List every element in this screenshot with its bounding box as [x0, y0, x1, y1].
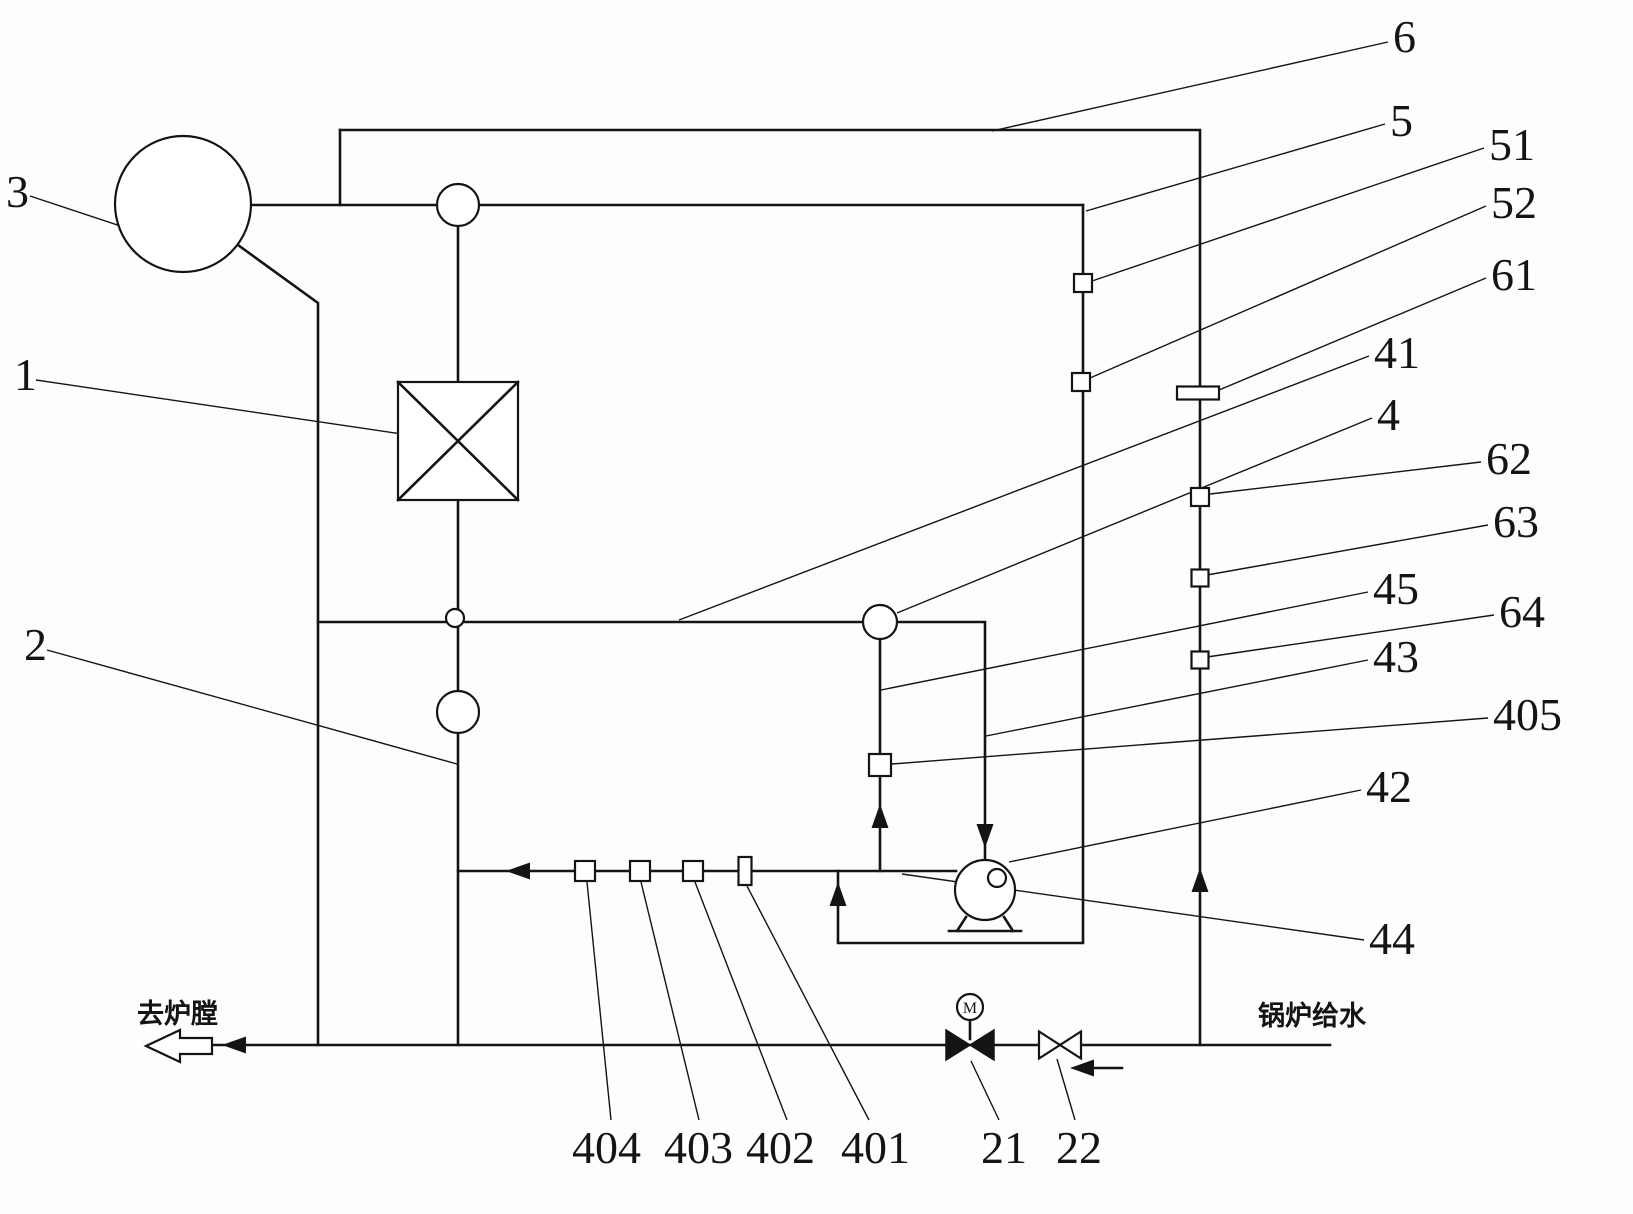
arrow-feedwater-left-icon [1070, 1059, 1094, 1077]
arrow-pump-inlet-down-icon [976, 824, 994, 848]
label-401: 401 [841, 1122, 910, 1173]
pipe-drum-downcomer [236, 243, 320, 1047]
label-1: 1 [14, 349, 37, 400]
junction-4 [861, 603, 899, 641]
junction-2 [435, 689, 481, 735]
leader-21 [970, 1060, 1000, 1121]
label-3: 3 [6, 166, 29, 217]
flowmeter-61 [1175, 385, 1221, 401]
instrument-63 [1190, 568, 1210, 588]
heat-exchanger-1-diagonal-2 [396, 380, 520, 502]
pump-42-base [947, 915, 1023, 933]
motor-valve-21-body-left [945, 1028, 972, 1062]
label-6: 6 [1393, 11, 1416, 62]
leader-22 [1056, 1058, 1076, 1121]
arrow-suction-left-icon [506, 862, 530, 880]
arrow-bottom-left-icon [222, 1036, 246, 1054]
label-61: 61 [1491, 249, 1537, 300]
label-51: 51 [1489, 119, 1535, 170]
pump-42-icon [953, 858, 1017, 922]
label-boiler-feedwater: 锅炉给水 [1258, 1001, 1367, 1032]
label-403: 403 [664, 1122, 733, 1173]
label-5: 5 [1390, 95, 1413, 146]
arrow-right-line-up-icon [1191, 868, 1209, 892]
leader-5 [1085, 123, 1386, 212]
instrument-404 [573, 859, 597, 883]
leader-2 [46, 649, 458, 765]
to-furnace-arrow-icon [143, 1028, 214, 1064]
instrument-405 [867, 752, 893, 778]
arrow-loop-up-icon [829, 882, 847, 906]
label-402: 402 [746, 1122, 815, 1173]
valve-22-body-left [1037, 1029, 1063, 1061]
pipe-inner-loop [836, 203, 1085, 945]
valve-22-body-right [1057, 1029, 1083, 1061]
leader-52 [1089, 205, 1487, 379]
instrument-62 [1189, 486, 1211, 508]
motor-valve-21-motor-icon [955, 992, 985, 1022]
motor-valve-21-motor-label: M [963, 1000, 977, 1017]
pipe-top-and-right-6 [338, 128, 1202, 1047]
pipe-junction4-to-pump-43 [895, 620, 987, 862]
label-to-furnace: 去炉膛 [137, 999, 218, 1030]
label-2: 2 [24, 619, 47, 670]
leader-43 [985, 659, 1369, 737]
label-64: 64 [1499, 586, 1545, 637]
label-4: 4 [1377, 389, 1400, 440]
label-63: 63 [1493, 496, 1539, 547]
leader-45 [880, 591, 1369, 691]
instrument-51 [1072, 272, 1094, 294]
instrument-52 [1070, 371, 1092, 393]
label-45: 45 [1373, 563, 1419, 614]
fitting-401 [737, 855, 753, 887]
drum-3 [113, 134, 253, 274]
leader-63 [1206, 524, 1489, 576]
label-405: 405 [1493, 689, 1562, 740]
arrow-riser-405-up-icon [871, 804, 889, 828]
label-44: 44 [1369, 913, 1415, 964]
instrument-403 [628, 859, 652, 883]
leader-6 [991, 41, 1389, 132]
label-41: 41 [1374, 327, 1420, 378]
leader-64 [1206, 614, 1495, 658]
instrument-64 [1190, 650, 1210, 670]
leader-403 [640, 881, 700, 1121]
label-52: 52 [1491, 177, 1537, 228]
leader-51 [1091, 147, 1485, 282]
leader-62 [1209, 461, 1482, 495]
label-42: 42 [1366, 761, 1412, 812]
junction-small [444, 607, 466, 629]
label-43: 43 [1373, 631, 1419, 682]
leader-41 [678, 355, 1370, 621]
junction-top [435, 182, 481, 228]
leader-405 [891, 717, 1489, 765]
leader-61 [1218, 277, 1487, 391]
pump-42-inner-circle [986, 867, 1008, 889]
leader-42 [1008, 789, 1362, 863]
label-21: 21 [981, 1122, 1027, 1173]
leader-404 [586, 881, 612, 1121]
label-62: 62 [1486, 433, 1532, 484]
leader-402 [694, 881, 788, 1121]
label-22: 22 [1056, 1122, 1102, 1173]
leader-1 [35, 379, 430, 439]
leader-4 [896, 417, 1373, 614]
instrument-402 [681, 859, 705, 883]
label-404: 404 [572, 1122, 641, 1173]
leader-401 [746, 885, 870, 1121]
motor-valve-21-body-right [968, 1028, 995, 1062]
